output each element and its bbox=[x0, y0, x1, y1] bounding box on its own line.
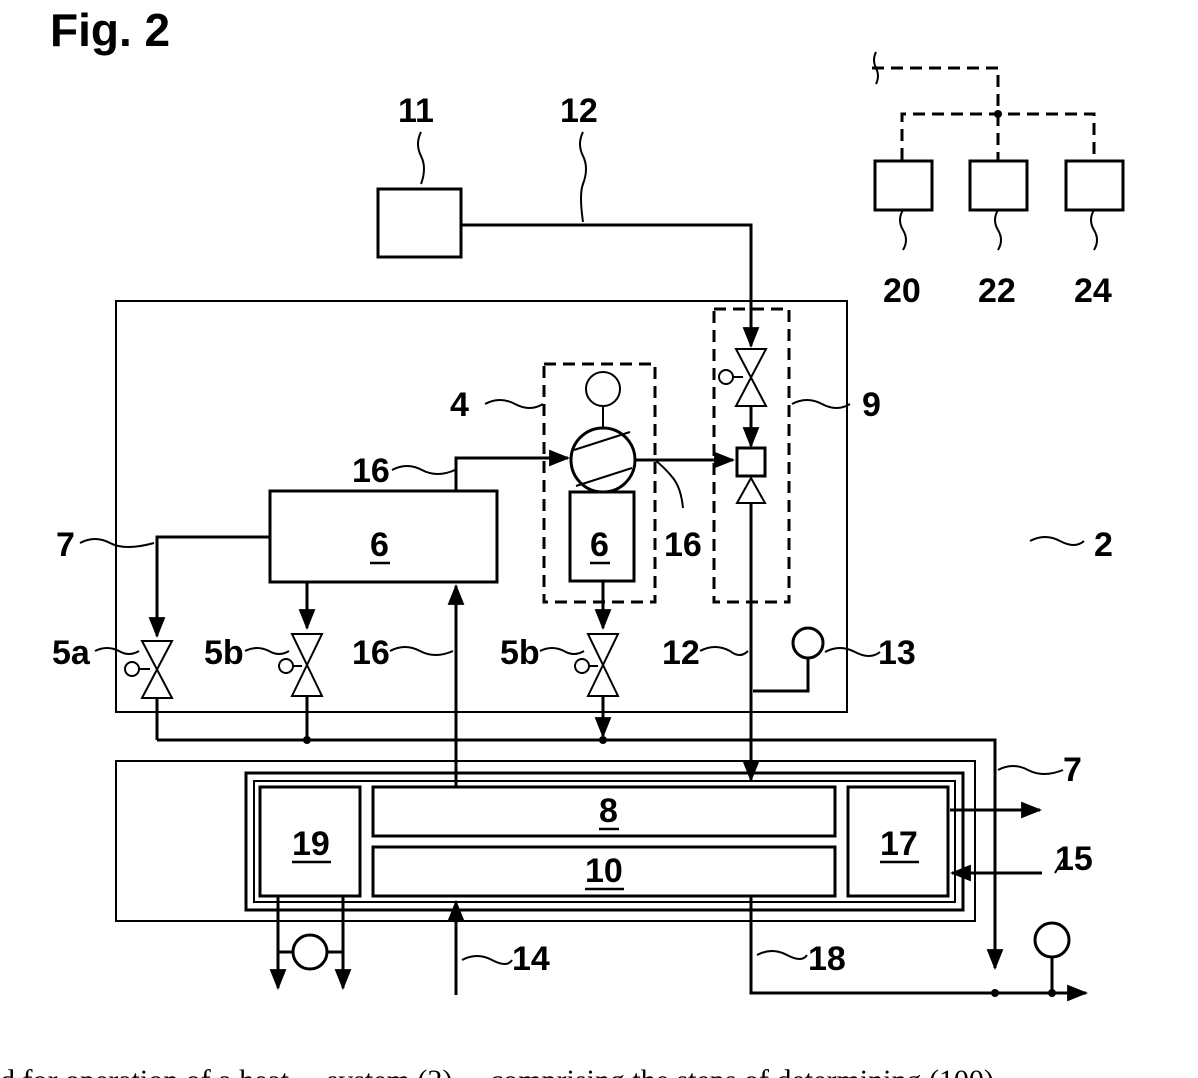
label-16-right: 16 bbox=[664, 526, 702, 564]
label-2: 2 bbox=[1094, 526, 1113, 564]
label-10: 10 bbox=[585, 852, 623, 890]
sensor-15 bbox=[1035, 923, 1069, 957]
label-8: 8 bbox=[599, 792, 618, 830]
valve-5b-mid-actuator bbox=[575, 659, 589, 673]
module-22 bbox=[970, 161, 1027, 210]
label-7-left: 7 bbox=[56, 526, 75, 564]
label-7-right: 7 bbox=[1063, 751, 1082, 789]
junction-dot-3 bbox=[991, 989, 999, 997]
label-6-pump: 6 bbox=[590, 526, 609, 564]
label-14: 14 bbox=[512, 940, 550, 978]
label-15: 15 bbox=[1055, 840, 1093, 878]
label-12-mid: 12 bbox=[662, 634, 700, 672]
line-12-top bbox=[461, 225, 751, 346]
label-16-top: 16 bbox=[352, 452, 390, 490]
valve-actuator-9 bbox=[719, 370, 733, 384]
pump-motor bbox=[586, 372, 620, 406]
network-bus-top bbox=[872, 68, 998, 114]
line-16-to-pump bbox=[456, 458, 568, 491]
mixing-junction bbox=[737, 448, 765, 476]
module-24 bbox=[1066, 161, 1123, 210]
valve-5b-left-actuator bbox=[279, 659, 293, 673]
label-11: 11 bbox=[398, 92, 434, 130]
sensor-13 bbox=[793, 628, 823, 658]
network-node bbox=[994, 110, 1002, 118]
pump-compressor bbox=[571, 428, 635, 492]
label-20: 20 bbox=[883, 272, 921, 310]
figure-title: Fig. 2 bbox=[50, 4, 170, 56]
controller-box-11 bbox=[378, 189, 461, 257]
label-4: 4 bbox=[450, 386, 469, 424]
label-16-mid: 16 bbox=[352, 634, 390, 672]
check-valve-9-lower bbox=[737, 478, 765, 503]
label-13: 13 bbox=[878, 634, 916, 672]
valve-5a-actuator bbox=[125, 662, 139, 676]
label-5b-mid: 5b bbox=[500, 634, 540, 672]
label-9: 9 bbox=[862, 386, 881, 424]
sensor-13-wire bbox=[753, 658, 808, 691]
label-22: 22 bbox=[978, 272, 1016, 310]
label-6-tank: 6 bbox=[370, 526, 389, 564]
label-5a: 5a bbox=[52, 634, 91, 672]
pump-19 bbox=[293, 935, 327, 969]
module-20 bbox=[875, 161, 932, 210]
label-24: 24 bbox=[1074, 272, 1112, 310]
label-12-top: 12 bbox=[560, 92, 598, 130]
junction-dot-1 bbox=[303, 736, 311, 744]
label-19: 19 bbox=[292, 825, 330, 863]
line-7-tank-to-5a bbox=[157, 537, 270, 636]
label-17: 17 bbox=[880, 825, 918, 863]
figure-caption: d for operation of a heat ... system (2)… bbox=[0, 1064, 994, 1078]
label-5b-left: 5b bbox=[204, 634, 244, 672]
label-18: 18 bbox=[808, 940, 846, 978]
junction-dot-2 bbox=[599, 736, 607, 744]
